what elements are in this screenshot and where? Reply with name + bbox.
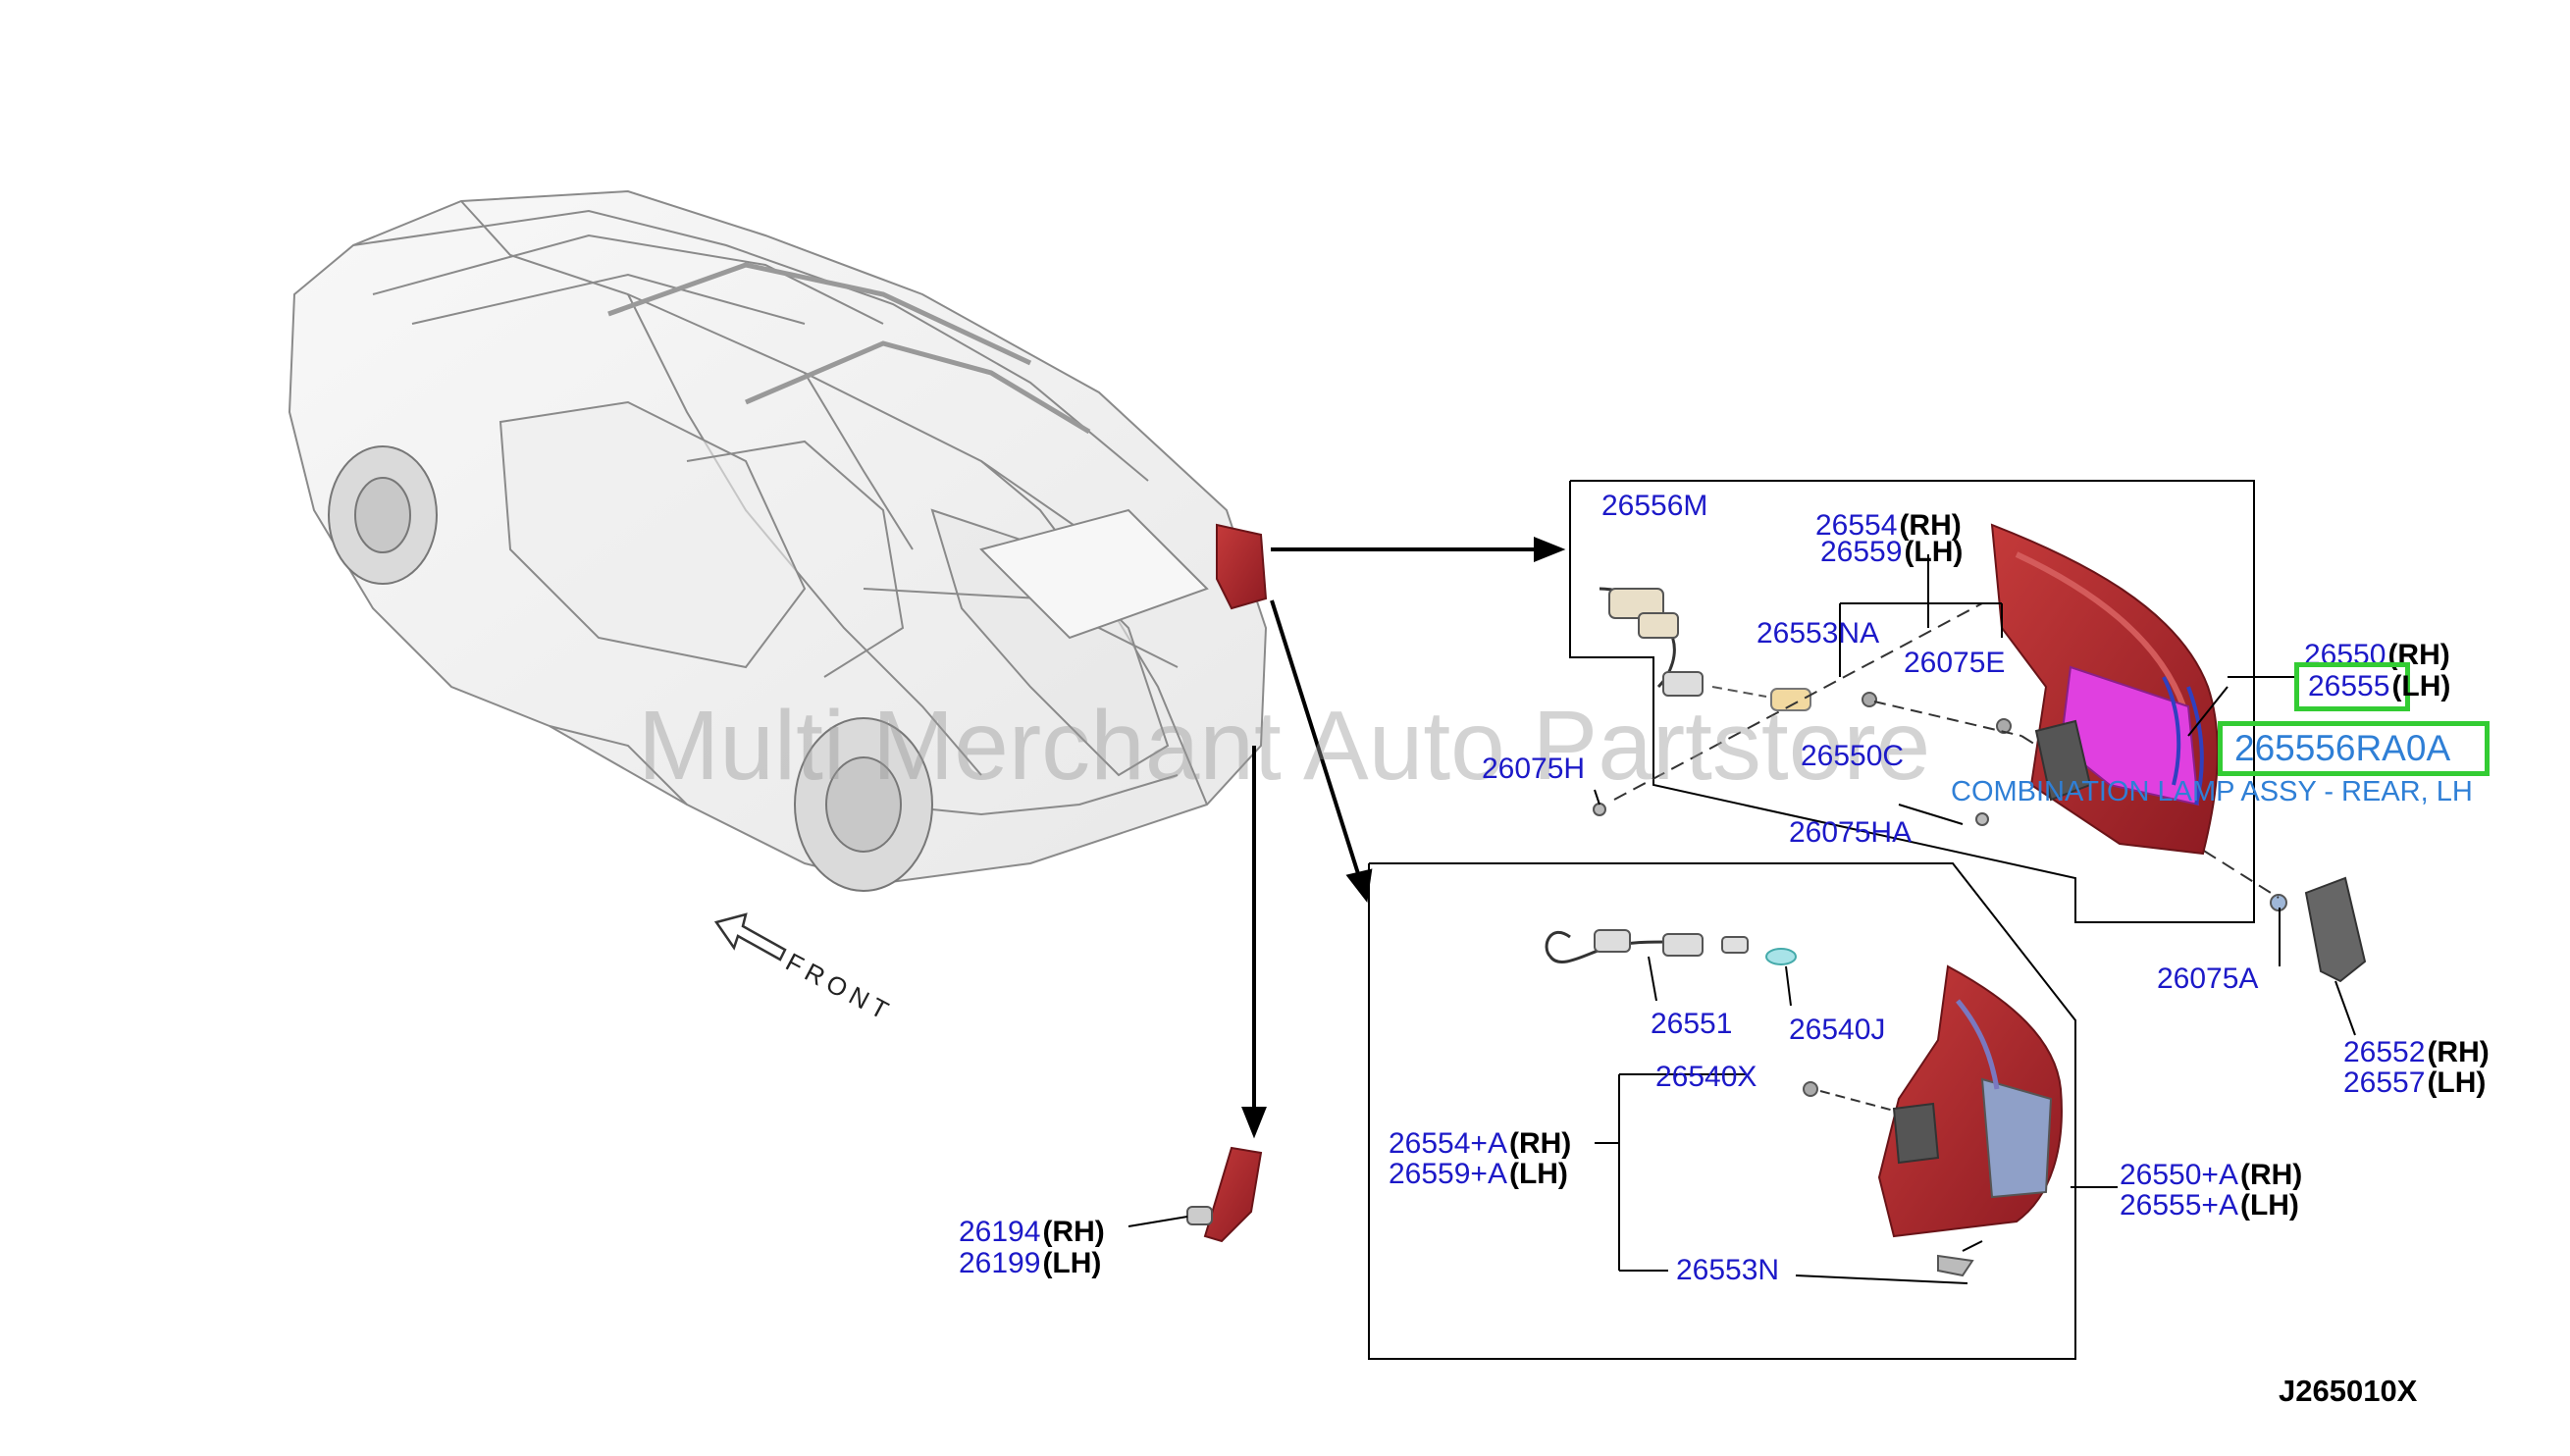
- callout-26559a-lh[interactable]: 26559+A(LH): [1389, 1159, 1568, 1190]
- diagram-code: J265010X: [2279, 1374, 2418, 1408]
- part-number: 26555+A: [2120, 1189, 2238, 1222]
- callout-26553na[interactable]: 26553NA: [1757, 618, 1879, 650]
- side-label: (RH): [1508, 1127, 1572, 1160]
- callout-26194-rh[interactable]: 26194(RH): [959, 1217, 1105, 1248]
- part-number: 26551: [1651, 1008, 1733, 1040]
- upper-parts: [1593, 523, 2367, 1036]
- lower-parts: [1545, 929, 2118, 1284]
- callout-26075a[interactable]: 26075A: [2157, 963, 2258, 995]
- part-number: 26559: [1820, 536, 1903, 568]
- side-label: (LH): [1042, 1247, 1102, 1279]
- callout-arrows: [1241, 537, 1566, 1139]
- callout-26559-lh[interactable]: 26559(LH): [1820, 537, 1963, 568]
- callout-26075h[interactable]: 26075H: [1482, 754, 1585, 785]
- part-number: 26075E: [1904, 647, 2006, 679]
- part-number: 26553N: [1676, 1254, 1780, 1286]
- callout-26552-rh[interactable]: 26552(RH): [2343, 1037, 2490, 1068]
- part-number: 26553NA: [1757, 617, 1880, 650]
- callout-26075e[interactable]: 26075E: [1904, 648, 2005, 679]
- callout-26555a-lh[interactable]: 26555+A(LH): [2120, 1190, 2299, 1222]
- side-label: (LH): [2239, 1189, 2299, 1222]
- callout-26550a-rh[interactable]: 26550+A(RH): [2120, 1160, 2302, 1191]
- part-number: 26194: [959, 1216, 1041, 1248]
- selected-part-description: COMBINATION LAMP ASSY - REAR, LH: [1951, 776, 2473, 807]
- front-direction-arrow: [713, 912, 787, 962]
- part-number: 26554+A: [1389, 1127, 1507, 1160]
- part-number: 26556M: [1601, 490, 1708, 522]
- callout-26554a-rh[interactable]: 26554+A(RH): [1389, 1128, 1571, 1160]
- callout-26557-lh[interactable]: 26557(LH): [2343, 1067, 2486, 1099]
- callout-26540x[interactable]: 26540X: [1655, 1062, 1757, 1093]
- highlight-26555: [2294, 662, 2410, 711]
- part-number: 26559+A: [1389, 1158, 1507, 1190]
- vehicle-illustration: [288, 189, 1268, 892]
- part-number: 26075A: [2157, 962, 2259, 995]
- side-label: (LH): [1508, 1158, 1568, 1190]
- selected-part-number[interactable]: 265556RA0A: [2234, 728, 2451, 768]
- callout-26553n[interactable]: 26553N: [1676, 1255, 1779, 1286]
- part-number: 26555: [2308, 670, 2390, 702]
- part-number: 26552: [2343, 1036, 2426, 1068]
- part-number: 26075HA: [1789, 816, 1913, 849]
- side-label: (LH): [2427, 1066, 2487, 1099]
- callout-26199-lh[interactable]: 26199(LH): [959, 1248, 1101, 1279]
- part-number: 26550C: [1801, 740, 1905, 772]
- side-label: (RH): [1899, 509, 1962, 542]
- upper-detail-frame: [1569, 480, 2255, 923]
- highlight-selected-part: [2218, 721, 2490, 776]
- part-number: 26554: [1815, 509, 1898, 542]
- callout-26550c[interactable]: 26550C: [1801, 741, 1904, 772]
- part-number: 26557: [2343, 1066, 2426, 1099]
- side-label: (RH): [2239, 1159, 2303, 1191]
- callout-26551[interactable]: 26551: [1651, 1009, 1732, 1040]
- part-number: 26075H: [1482, 753, 1586, 785]
- part-number: 26540J: [1789, 1014, 1886, 1046]
- lower-detail-frame: [1368, 862, 2076, 1360]
- side-label: (RH): [2427, 1036, 2490, 1068]
- side-label: (RH): [1042, 1216, 1105, 1248]
- watermark: Multi Merchant Auto Partstore: [638, 691, 1931, 801]
- side-label: (LH): [1904, 536, 1964, 568]
- callout-26556m[interactable]: 26556M: [1601, 491, 1707, 522]
- callout-26540j[interactable]: 26540J: [1789, 1014, 1885, 1046]
- callout-26554-rh[interactable]: 26554(RH): [1815, 510, 1962, 542]
- part-number: 26540X: [1655, 1061, 1757, 1093]
- part-number: 26199: [959, 1247, 1041, 1279]
- part-number: 26550+A: [2120, 1159, 2238, 1191]
- callout-26555-lh[interactable]: 26555(LH): [2308, 671, 2450, 702]
- callout-26075ha[interactable]: 26075HA: [1789, 817, 1912, 849]
- side-label: (LH): [2391, 670, 2451, 702]
- reflector-part: [1128, 1146, 1263, 1243]
